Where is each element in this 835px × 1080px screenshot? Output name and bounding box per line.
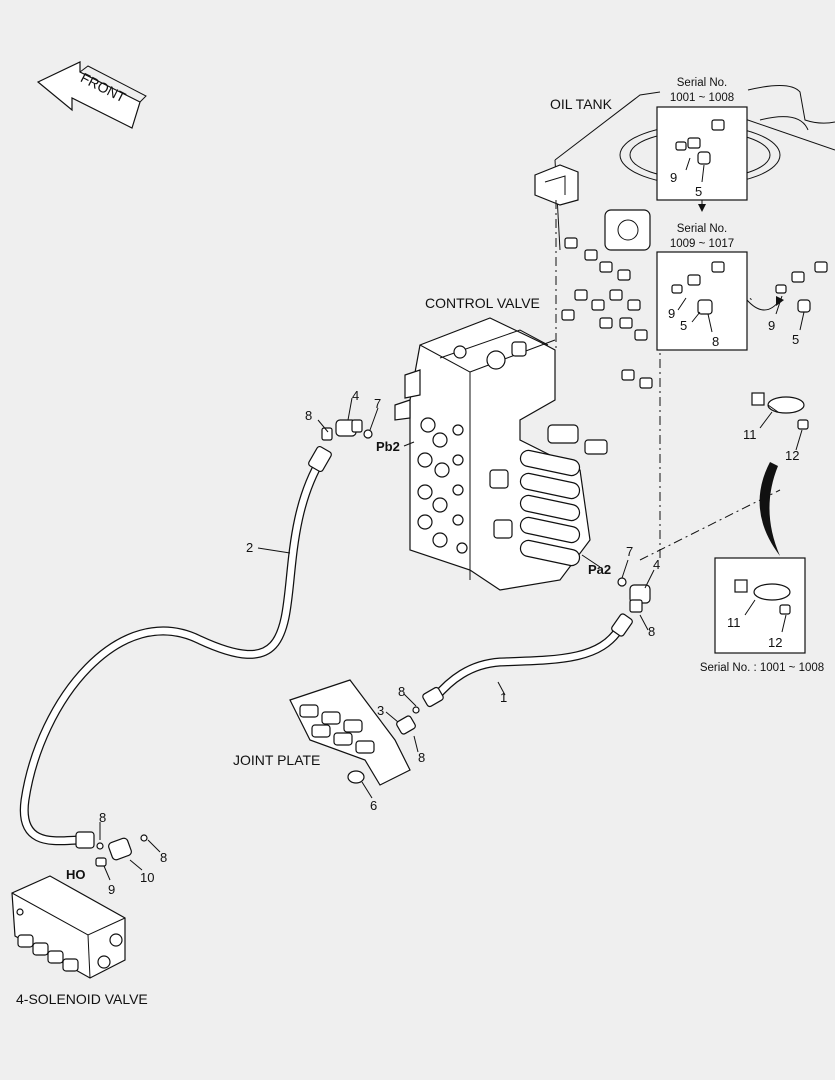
- part-11: 11: [743, 427, 757, 442]
- control-valve-label: CONTROL VALVE: [425, 295, 540, 311]
- inset-mid-serial-line2: 1009 ~ 1017: [670, 238, 734, 250]
- joint-plate: JOINT PLATE 6: [233, 679, 411, 813]
- part-5: 5: [680, 318, 687, 333]
- inset-bottom-caption: Serial No. : 1001 ~ 1008: [700, 662, 824, 674]
- part-5: 5: [792, 332, 799, 347]
- port-ho-label: HO: [66, 867, 86, 882]
- part-8: 8: [648, 624, 655, 639]
- part-2: 2: [246, 540, 253, 555]
- part-8: 8: [99, 810, 106, 825]
- hose-2-callout: 2: [246, 540, 291, 555]
- inset-serial-bottom: 11 12 Serial No. : 1001 ~ 1008: [700, 557, 824, 674]
- inset-top-serial-line1: Serial No.: [677, 77, 728, 89]
- part-10: 10: [140, 870, 154, 885]
- hose-2: [19, 453, 327, 846]
- part-7: 7: [374, 396, 381, 411]
- control-valve: [394, 317, 608, 591]
- port-pb2-label: Pb2: [376, 439, 400, 454]
- oil-tank: [534, 85, 835, 251]
- inset-mid-serial-line1: Serial No.: [677, 223, 728, 235]
- fitting-pa2: 7 4 8 Pa2: [581, 544, 660, 639]
- inset-serial-1001-1008: Serial No. 1001 ~ 1008 9 5: [656, 77, 748, 212]
- fitting-joint-plate: 8 3 8 1: [377, 681, 507, 765]
- solenoid-valve-label: 4-SOLENOID VALVE: [16, 991, 148, 1007]
- solenoid-valve: 4-SOLENOID VALVE: [11, 875, 148, 1007]
- part-8: 8: [160, 850, 167, 865]
- fitting-pb2: 8 4 7 Pb2: [305, 388, 415, 473]
- inset-serial-1009-1017: Serial No. 1009 ~ 1017 9 5 8: [656, 223, 784, 351]
- joint-plate-label: JOINT PLATE: [233, 752, 320, 768]
- fitting-solenoid-end: 8 8 10 9 HO: [66, 810, 167, 897]
- front-arrow: FRONT: [36, 61, 147, 129]
- part-8: 8: [398, 684, 405, 699]
- part-11: 11: [727, 615, 741, 630]
- part-3: 3: [377, 703, 384, 718]
- oil-tank-label: OIL TANK: [550, 96, 613, 112]
- part-6: 6: [370, 798, 377, 813]
- tank-ports: [561, 237, 653, 389]
- part-9: 9: [670, 170, 677, 185]
- clamp-assembly-upper: 11 12: [743, 392, 809, 556]
- part-9: 9: [668, 306, 675, 321]
- hose-1: [430, 623, 625, 703]
- part-8: 8: [305, 408, 312, 423]
- part-1: 1: [500, 690, 507, 705]
- part-12: 12: [768, 635, 782, 650]
- fitting-detail-right: 9 5: [768, 261, 828, 347]
- part-8: 8: [712, 334, 719, 349]
- part-4: 4: [352, 388, 359, 403]
- part-12: 12: [785, 448, 799, 463]
- part-4: 4: [653, 557, 660, 572]
- inset-top-serial-line2: 1001 ~ 1008: [670, 92, 734, 104]
- part-9: 9: [108, 882, 115, 897]
- part-8: 8: [418, 750, 425, 765]
- part-9: 9: [768, 318, 775, 333]
- port-pa2-label: Pa2: [588, 562, 611, 577]
- part-5: 5: [695, 184, 702, 199]
- part-7: 7: [626, 544, 633, 559]
